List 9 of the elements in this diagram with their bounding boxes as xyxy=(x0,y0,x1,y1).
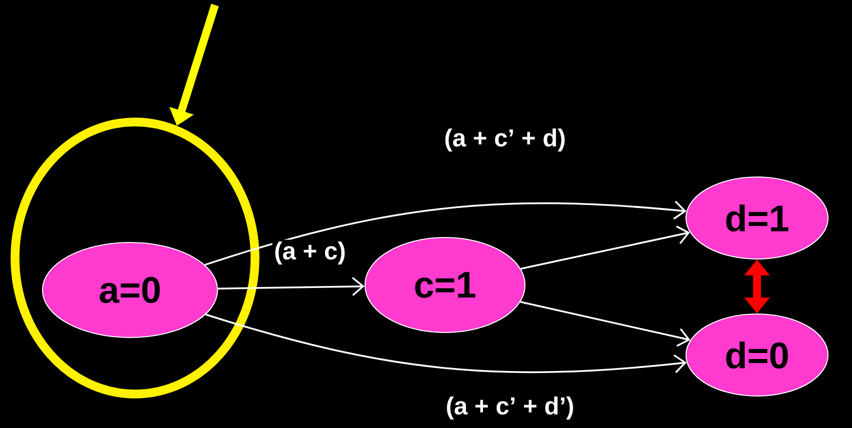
hand-drawn-circle xyxy=(10,118,260,398)
arrow xyxy=(520,301,690,347)
edge-label: (a + c’ + d) xyxy=(442,126,568,154)
edge-label: (a + c’ + d’) xyxy=(444,394,576,422)
edge-label: (a + c) xyxy=(272,240,348,266)
arrow xyxy=(520,226,690,270)
arrow xyxy=(205,314,687,374)
arrow xyxy=(204,200,686,266)
arrow xyxy=(218,277,365,296)
